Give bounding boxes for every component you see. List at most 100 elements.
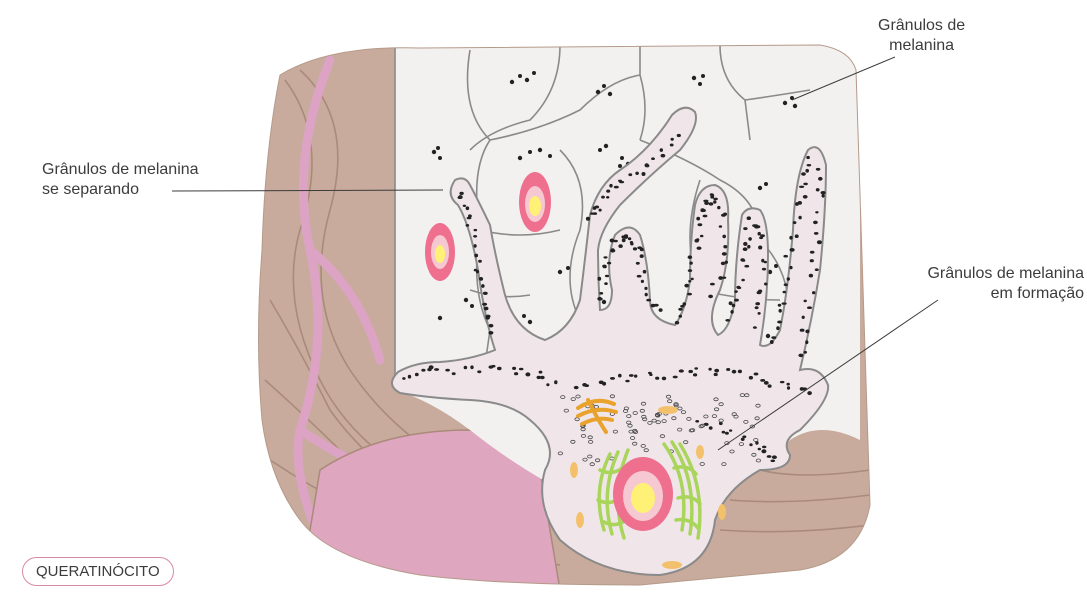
melanin-granule (466, 206, 470, 210)
melanin-granule (597, 297, 602, 301)
melanin-granule (497, 367, 502, 370)
melanin-granule (468, 214, 472, 217)
melanin-granule (602, 265, 606, 268)
melanin-granule (747, 245, 750, 249)
melanin-granule (749, 376, 753, 380)
melanin-granule (599, 292, 603, 295)
melanin-granule (645, 293, 648, 297)
melanin-granule (683, 302, 687, 306)
melanin-granule (645, 163, 649, 167)
melanin-granule (519, 368, 524, 371)
melanin-granule (700, 235, 704, 238)
melanin-granule (603, 256, 607, 258)
melanin-granule (691, 278, 694, 281)
melanin-granule (734, 299, 739, 302)
melanin-granule (818, 177, 823, 181)
melanin-granule (491, 365, 495, 368)
melanin-granule (779, 309, 782, 313)
melanin-granule (651, 157, 655, 160)
melanin-granule (741, 279, 745, 282)
melanin-granule (643, 270, 647, 274)
melanin-granule (815, 211, 818, 213)
melanin-granule (744, 265, 749, 268)
melanin-granule (470, 365, 473, 369)
melanin-granule (599, 209, 602, 212)
melanin-granule (732, 370, 737, 374)
melanin-granule (780, 381, 785, 383)
melanin-granule (619, 181, 624, 183)
melanin-granule (813, 221, 818, 225)
melanin-granule (764, 261, 767, 263)
melanin-granule (783, 255, 788, 258)
melanin-granule (646, 299, 651, 302)
melanin-granule (762, 268, 766, 271)
melanin-granule (695, 420, 699, 423)
melanin-granule (710, 283, 715, 286)
melanin-granule (574, 386, 579, 389)
melanin-granule (708, 295, 713, 299)
melanin-granule (798, 201, 802, 205)
melanin-granule (761, 449, 766, 453)
melanin-granule (753, 326, 757, 329)
melanin-granule (803, 195, 808, 199)
melanin-granule (590, 212, 594, 214)
melanin-granule (787, 277, 790, 280)
melanin-granule (678, 308, 682, 311)
melanin-granule (729, 429, 732, 431)
melanin-granule (625, 380, 629, 383)
melanin-granule (777, 321, 782, 324)
melanin-granule (662, 377, 666, 381)
melanin-granule (757, 291, 762, 294)
melanin-granule (816, 168, 821, 171)
melanin-granule (466, 224, 470, 227)
melanin-granule (459, 192, 463, 195)
melanin-granule (807, 164, 812, 166)
melanin-granule (648, 372, 652, 374)
melanin-granule (622, 238, 626, 242)
melanin-granule (698, 223, 703, 226)
melanin-granule (771, 336, 776, 339)
melanin-granule (429, 365, 434, 369)
melanin-granule (606, 190, 610, 193)
melanin-granule (710, 195, 714, 198)
label-melanin-granules: Grânulos de melanina (878, 16, 965, 56)
melanin-granule (485, 315, 490, 318)
melanin-granule (696, 217, 700, 221)
melanin-granule (787, 383, 790, 386)
melanin-granule (807, 306, 812, 309)
label-granules-separating: Grânulos de melanina se separando (42, 160, 199, 200)
melanin-granule (512, 367, 516, 370)
melanin-granule (539, 371, 543, 374)
melanin-granule (725, 319, 730, 322)
melanin-granule (489, 324, 494, 328)
melanin-granule (624, 234, 628, 237)
melanin-granule (474, 229, 478, 231)
melanin-granule (554, 380, 557, 384)
melanin-granule (817, 240, 822, 244)
melanin-granule (770, 340, 774, 344)
melanin-granule (618, 244, 622, 248)
melanin-granule (478, 260, 482, 263)
melanin-granule (722, 277, 726, 279)
melanin-granule (525, 372, 530, 376)
melanin-granule (684, 284, 689, 288)
melanin-granule (725, 432, 729, 435)
melanin-granule (700, 208, 704, 212)
melanin-granule (458, 195, 463, 199)
melanin-granule (604, 282, 608, 285)
melanin-granule (725, 261, 728, 264)
melanin-granule (822, 194, 825, 198)
label-granules-forming: Grânulos de melanina em formação (927, 264, 1084, 304)
melanin-granule (476, 270, 479, 273)
melanin-granule (481, 284, 484, 288)
melanin-granule (402, 377, 405, 380)
melanin-granule (601, 196, 605, 199)
melanin-granule (801, 172, 806, 175)
melanin-granule (677, 134, 681, 137)
melanin-granule (730, 310, 733, 314)
melanin-granule (415, 373, 419, 377)
melanin-granule (764, 381, 769, 385)
melanin-granule (671, 138, 674, 141)
melanin-granule (748, 237, 752, 241)
